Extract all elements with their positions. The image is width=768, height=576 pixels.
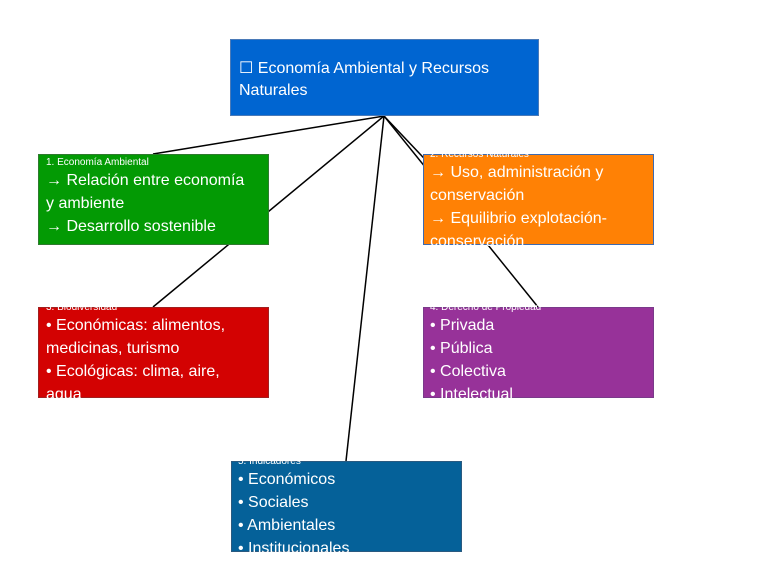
node-line: agua [46,386,82,403]
node-heading: 1. Economía Ambiental [46,157,149,168]
node-line: • Económicas: alimentos, [46,317,226,334]
node-recursos-naturales: 2. Recursos Naturales → Uso, administrac… [423,149,654,250]
node-line: • Intelectual [430,386,513,403]
node-indicadores: 5. Indicadores • Económicos • Sociales •… [231,456,462,557]
root-node: ☐ Economía Ambiental y Recursos Naturale… [230,39,539,116]
node-line: → Desarrollo sostenible [46,218,216,235]
node-line: conservación [430,233,525,250]
node-line: • Institucionales [238,540,350,557]
connector-root-to-economia-ambiental [152,115,385,155]
root-title: ☐ Economía Ambiental y Recursos Naturale… [239,60,490,99]
node-heading: 4. Derecho de Propiedad [430,302,542,313]
node-line: • Privada [430,317,495,334]
node-line: • Sociales [238,494,309,511]
node-heading: 2. Recursos Naturales [430,149,529,160]
node-derecho-propiedad: 4. Derecho de Propiedad • Privada • Públ… [423,302,654,403]
node-line: conservación [430,187,525,204]
node-line: • Ambientales [238,517,336,534]
node-line: → Equilibrio explotación- [430,210,607,227]
node-line: medicinas, turismo [46,340,180,357]
node-line: y ambiente [46,195,125,212]
node-heading: 5. Indicadores [238,456,301,467]
connector-root-to-indicadores [345,115,385,462]
node-biodiversidad: 3. Biodiversidad • Económicas: alimentos… [38,302,269,403]
node-line: • Ecológicas: clima, aire, [46,363,220,380]
node-economia-ambiental: 1. Economía Ambiental → Relación entre e… [38,154,269,245]
node-line: → Uso, administración y [430,164,604,181]
node-heading: 3. Biodiversidad [46,302,118,313]
node-line: • Pública [430,340,493,357]
node-line: → Relación entre economía [46,172,245,189]
node-line: • Colectiva [430,363,506,380]
node-line: • Económicos [238,471,336,488]
